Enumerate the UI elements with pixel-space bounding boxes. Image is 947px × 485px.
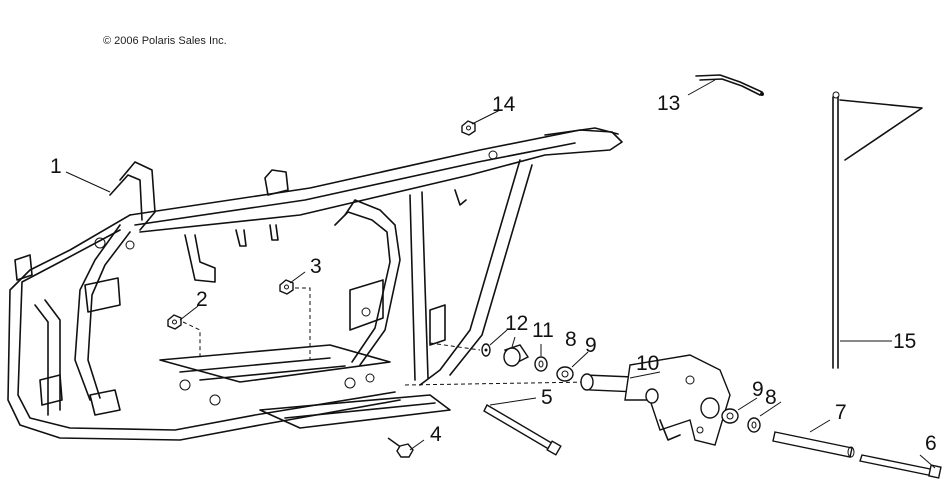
callout-15: 15 — [893, 330, 916, 353]
callout-14: 14 — [492, 93, 516, 116]
callout-6: 6 — [925, 432, 937, 455]
bushing-11 — [503, 344, 530, 367]
sleeve-7 — [772, 431, 855, 458]
swing-arm-10 — [580, 354, 731, 446]
copyright-notice: © 2006 Polaris Sales Inc. — [103, 35, 227, 47]
bolt-5 — [483, 404, 562, 456]
flag-15 — [832, 91, 923, 369]
callout-8-right: 8 — [765, 386, 777, 409]
washer-8-right — [747, 417, 761, 433]
leader-lines — [65, 79, 936, 469]
callout-7: 7 — [835, 401, 847, 424]
bolt-4 — [387, 437, 414, 458]
bushing-9-right — [721, 408, 739, 424]
callout-9-left: 9 — [585, 334, 597, 357]
washer-12 — [481, 343, 491, 357]
bushing-9-left — [556, 366, 574, 382]
callout-9-right: 9 — [752, 378, 764, 401]
callout-1: 1 — [50, 155, 62, 178]
callout-12: 12 — [505, 312, 528, 335]
callout-2: 2 — [196, 288, 208, 311]
nut-14 — [461, 120, 476, 136]
callout-5: 5 — [541, 386, 553, 409]
callout-11: 11 — [532, 319, 554, 342]
callout-10: 10 — [636, 352, 659, 375]
callouts: 1 2 3 4 5 6 7 8 9 10 11 12 13 14 15 8 9 — [50, 92, 937, 455]
washer-8-left — [534, 356, 548, 372]
callout-4: 4 — [430, 423, 442, 446]
frame-assembly — [7, 127, 623, 441]
callout-3: 3 — [310, 255, 322, 278]
strap-13 — [695, 74, 764, 96]
bolt-6 — [859, 454, 942, 479]
nut-3 — [279, 279, 294, 295]
callout-13: 13 — [657, 92, 680, 115]
nut-2 — [167, 314, 182, 330]
callout-8-left: 8 — [565, 328, 577, 351]
